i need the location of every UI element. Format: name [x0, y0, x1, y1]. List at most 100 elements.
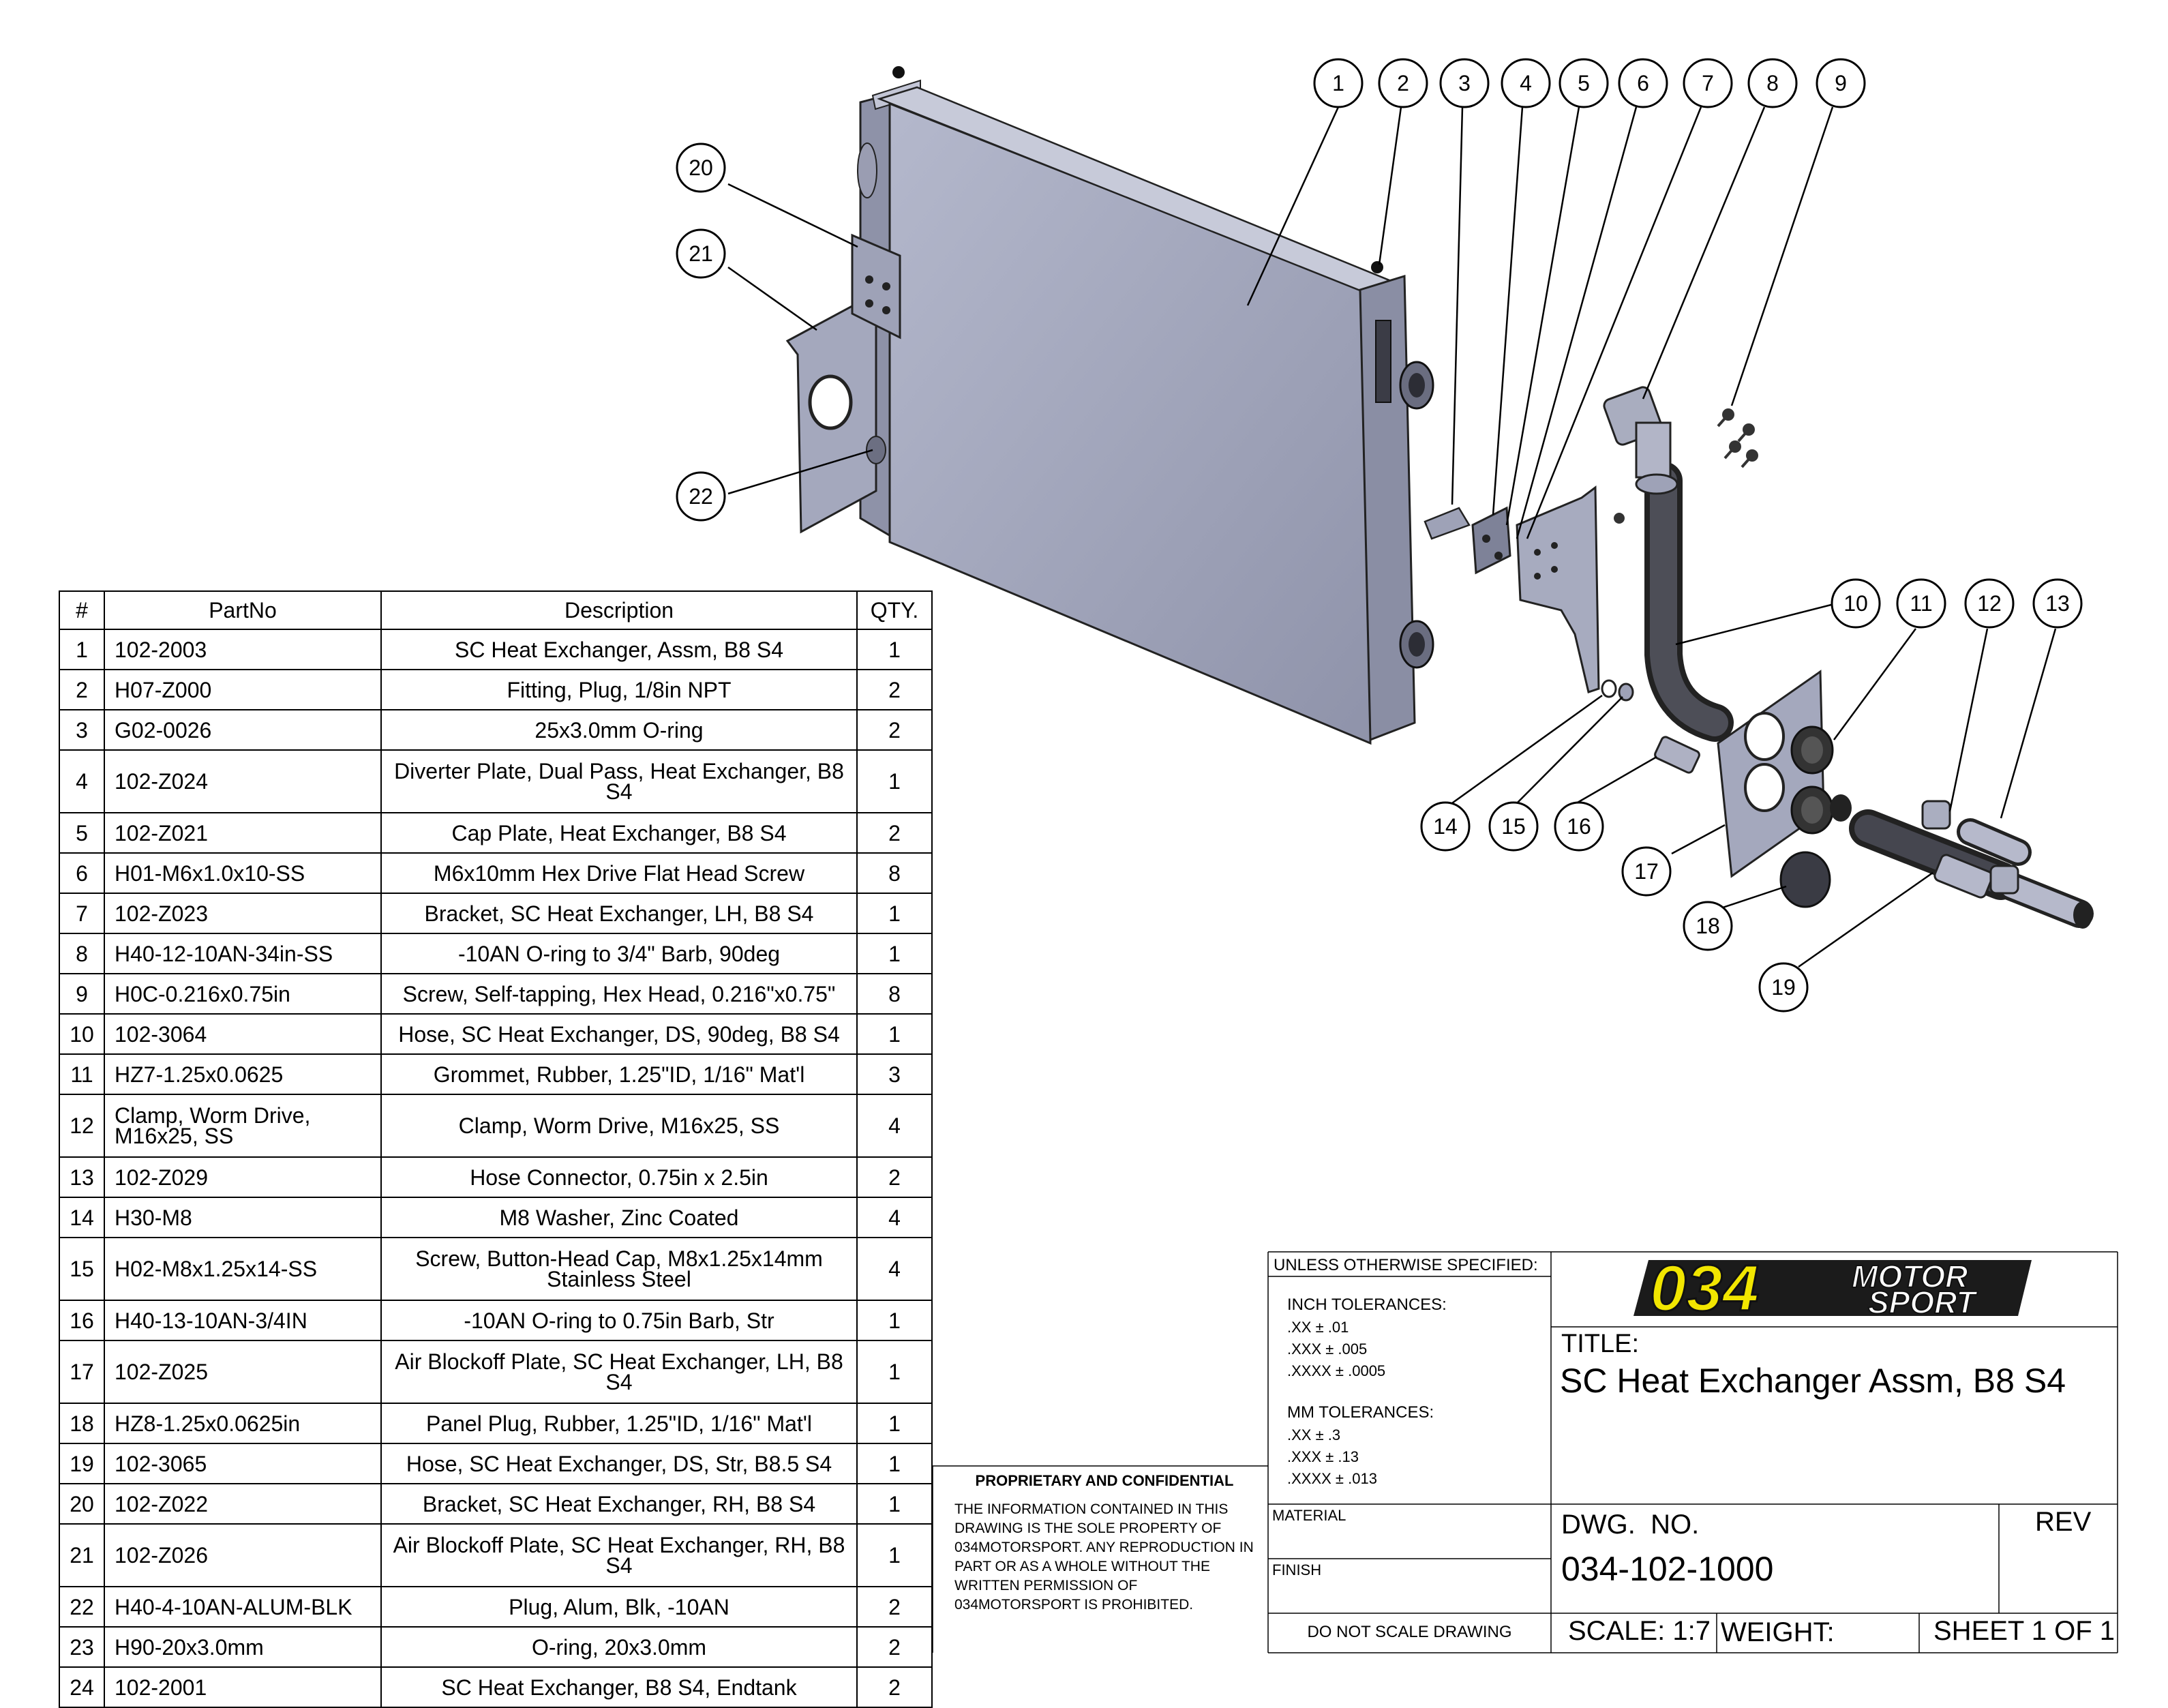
bom-cell-partno: 102-Z021	[104, 812, 382, 854]
bom-cell-qty: 4	[856, 1197, 933, 1238]
bom-cell-num: 16	[59, 1300, 105, 1341]
balloon-6: 6	[1618, 58, 1668, 108]
bom-cell-partno: 102-Z026	[104, 1523, 382, 1587]
bom-cell-description: Hose, SC Heat Exchanger, DS, 90deg, B8 S…	[380, 1013, 858, 1055]
bom-cell-num: 22	[59, 1586, 105, 1628]
bom-cell-qty: 2	[856, 1586, 933, 1628]
svg-text:5: 5	[1578, 71, 1590, 95]
svg-text:19: 19	[1771, 975, 1796, 1000]
bom-cell-num: 12	[59, 1094, 105, 1158]
bom-cell-num: 13	[59, 1156, 105, 1198]
bom-cell-qty: 8	[856, 852, 933, 894]
proprietary-notice: PROPRIETARY AND CONFIDENTIAL THE INFORMA…	[954, 1471, 1254, 1615]
bom-cell-qty: 1	[856, 1300, 933, 1341]
svg-text:MOTOR: MOTOR	[1852, 1259, 1968, 1294]
bom-cell-description: Panel Plug, Rubber, 1.25"ID, 1/16" Mat'l	[380, 1403, 858, 1444]
balloon-9: 9	[1816, 58, 1866, 108]
bom-cell-partno: 102-3064	[104, 1013, 382, 1055]
bom-cell-description: Cap Plate, Heat Exchanger, B8 S4	[380, 812, 858, 854]
bom-cell-num: 3	[59, 709, 105, 751]
bom-cell-description: Air Blockoff Plate, SC Heat Exchanger, L…	[380, 1340, 858, 1404]
bom-cell-description: Screw, Button-Head Cap, M8x1.25x14mm Sta…	[380, 1237, 858, 1301]
svg-text:1: 1	[1332, 71, 1344, 95]
bom-cell-qty: 3	[856, 1053, 933, 1095]
bom-cell-qty: 2	[856, 1626, 933, 1668]
bom-cell-qty: 4	[856, 1237, 933, 1301]
balloon-18: 18	[1683, 901, 1733, 951]
svg-text:3: 3	[1458, 71, 1471, 95]
unless-specified: UNLESS OTHERWISE SPECIFIED:	[1274, 1256, 1538, 1274]
balloon-22: 22	[676, 471, 726, 522]
bom-cell-num: 4	[59, 749, 105, 813]
bom-cell-description: Clamp, Worm Drive, M16x25, SS	[380, 1094, 858, 1158]
balloon-13: 13	[2032, 578, 2083, 629]
do-not-scale: DO NOT SCALE DRAWING	[1307, 1623, 1512, 1641]
svg-text:13: 13	[2045, 591, 2070, 616]
bom-cell-qty: 1	[856, 1483, 933, 1525]
bom-cell-partno: H30-M8	[104, 1197, 382, 1238]
bom-cell-qty: 1	[856, 1013, 933, 1055]
svg-text:4: 4	[1520, 71, 1532, 95]
callout-balloons: 1 2 3 4 5 6 7 8 9 10 11 12 13 14 15 16 1…	[676, 58, 2083, 1013]
svg-text:11: 11	[1910, 591, 1932, 616]
bom-cell-description: Bracket, SC Heat Exchanger, RH, B8 S4	[380, 1483, 858, 1525]
balloon-14: 14	[1420, 801, 1471, 852]
bom-header-partno: PartNo	[104, 590, 382, 630]
dwg-no: 034-102-1000	[1561, 1550, 1774, 1588]
balloon-10: 10	[1831, 578, 1881, 629]
bom-cell-partno: H40-4-10AN-ALUM-BLK	[104, 1586, 382, 1628]
mm-tolerance-line: .XXXX ± .013	[1287, 1470, 1377, 1487]
svg-text:22: 22	[689, 484, 713, 509]
bom-cell-num: 15	[59, 1237, 105, 1301]
bom-cell-qty: 1	[856, 1403, 933, 1444]
sheet: SHEET 1 OF 1	[1933, 1616, 2116, 1646]
bom-cell-qty: 1	[856, 629, 933, 670]
bom-cell-qty: 2	[856, 669, 933, 710]
bom-cell-num: 1	[59, 629, 105, 670]
bom-cell-num: 9	[59, 973, 105, 1015]
bom-cell-description: Bracket, SC Heat Exchanger, LH, B8 S4	[380, 893, 858, 934]
inch-tolerance-line: .XX ± .01	[1287, 1319, 1349, 1336]
balloon-3: 3	[1439, 58, 1490, 108]
drawing-title: SC Heat Exchanger Assm, B8 S4	[1560, 1362, 2066, 1400]
bom-cell-num: 14	[59, 1197, 105, 1238]
balloon-19: 19	[1758, 962, 1809, 1013]
bom-cell-description: Hose, SC Heat Exchanger, DS, Str, B8.5 S…	[380, 1443, 858, 1484]
balloon-16: 16	[1554, 801, 1604, 852]
bom-cell-num: 10	[59, 1013, 105, 1055]
bom-cell-num: 6	[59, 852, 105, 894]
svg-text:SPORT: SPORT	[1868, 1285, 1978, 1320]
svg-text:9: 9	[1835, 71, 1847, 95]
balloon-5: 5	[1559, 58, 1609, 108]
lh-bracket-assembly	[1424, 485, 1634, 702]
bom-cell-partno: H40-13-10AN-3/4IN	[104, 1300, 382, 1341]
mm-tolerance-line: .XXX ± .13	[1287, 1448, 1359, 1465]
bom-cell-qty: 1	[856, 1443, 933, 1484]
bom-header-qty: QTY.	[856, 590, 933, 630]
bom-cell-num: 2	[59, 669, 105, 710]
title-label: TITLE:	[1561, 1330, 1640, 1358]
bom-cell-qty: 2	[856, 1666, 933, 1708]
bom-cell-qty: 4	[856, 1094, 933, 1158]
inch-tolerance-line: .XXX ± .005	[1287, 1340, 1368, 1358]
bom-cell-partno: 102-Z024	[104, 749, 382, 813]
weight-label: WEIGHT:	[1721, 1617, 1835, 1647]
svg-text:14: 14	[1433, 814, 1458, 839]
bom-cell-description: M6x10mm Hex Drive Flat Head Screw	[380, 852, 858, 894]
bom-cell-partno: H02-M8x1.25x14-SS	[104, 1237, 382, 1301]
bom-cell-description: Screw, Self-tapping, Hex Head, 0.216"x0.…	[380, 973, 858, 1015]
